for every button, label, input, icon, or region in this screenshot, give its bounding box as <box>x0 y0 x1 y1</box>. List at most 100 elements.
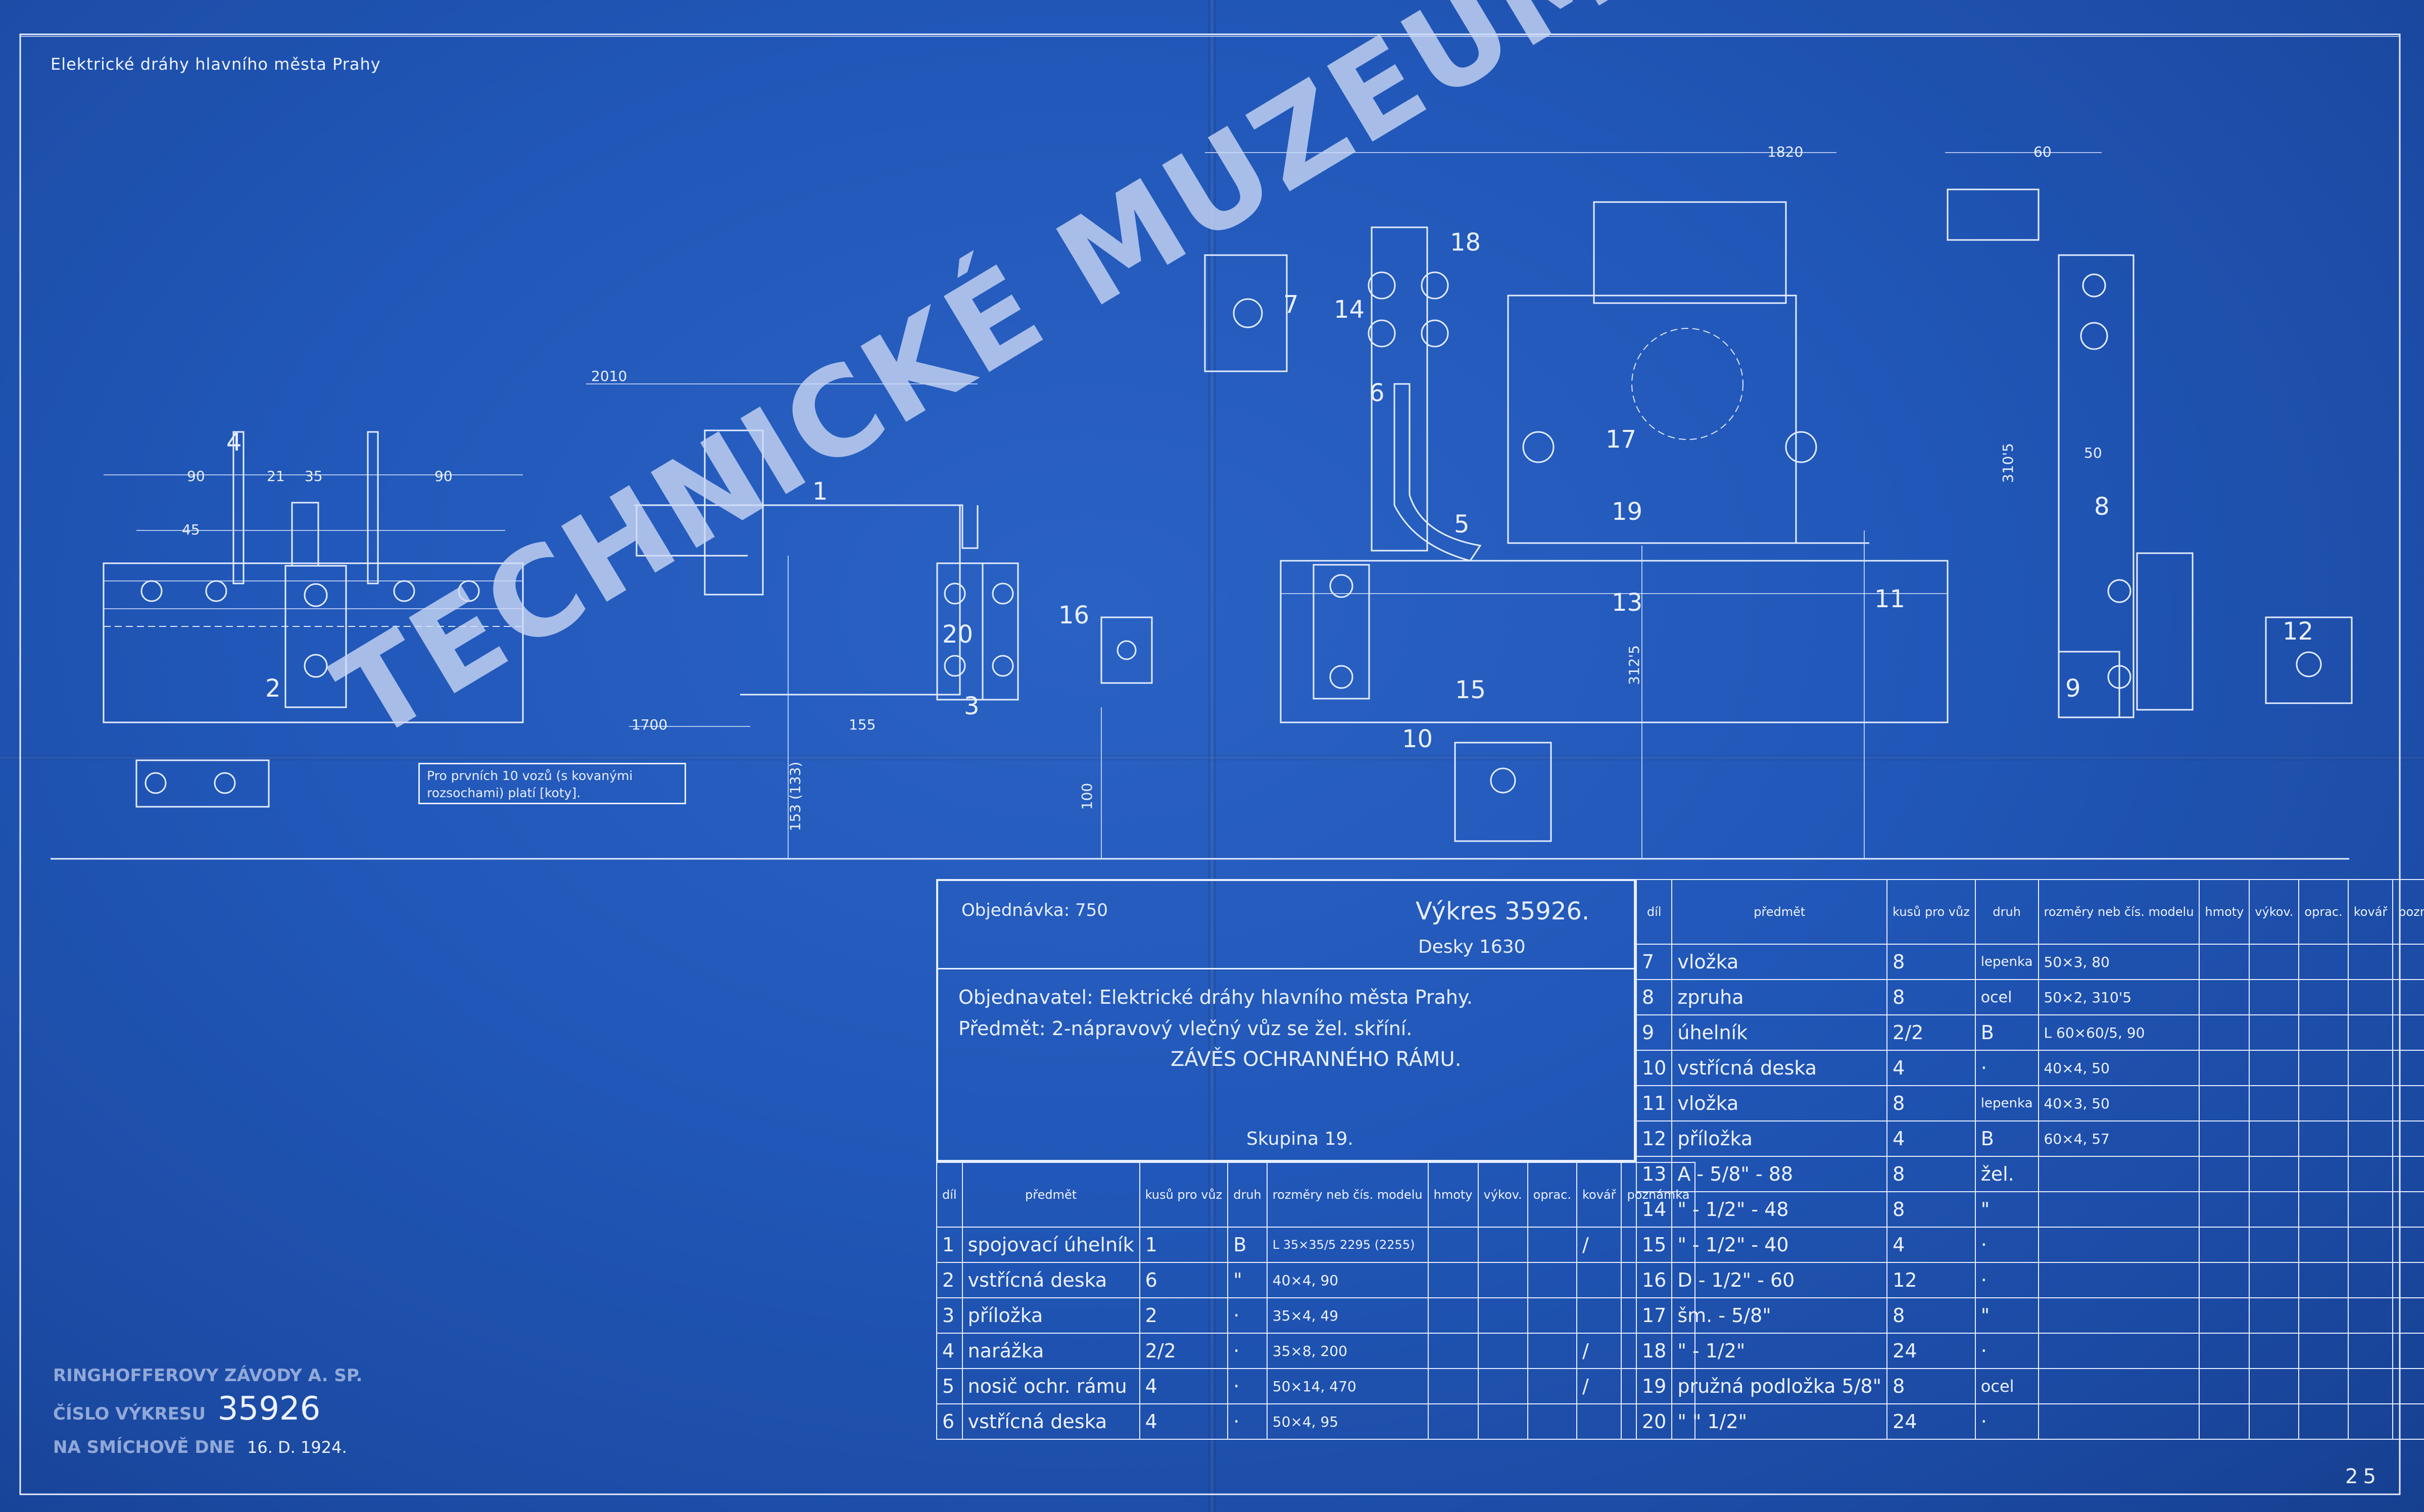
cell-kovar <box>1576 1297 1622 1334</box>
plate-4-detail <box>135 759 270 808</box>
cell-predmet: šm. - 5/8" <box>1671 1297 1888 1334</box>
cell-druh: · <box>1974 1227 2039 1263</box>
cell-rozmery <box>2038 1403 2200 1440</box>
col-predmet: předmět <box>961 1162 1140 1228</box>
cell-rozmery: 40×3, 50 <box>2038 1085 2200 1121</box>
dim-310: 310'5 <box>1999 443 2016 483</box>
mark-17: 17 <box>1606 425 1637 454</box>
plate-3-detail <box>1100 616 1153 684</box>
stamp-date-label: NA SMÍCHOVĚ DNE <box>53 1437 235 1457</box>
cell-druh: lepenka <box>1974 1085 2039 1121</box>
mark-18: 18 <box>1450 228 1481 257</box>
cell-druh: ocel <box>1974 979 2039 1015</box>
stamp-date: 16. D. 1924. <box>247 1438 347 1457</box>
cell-dil: 19 <box>1635 1368 1673 1404</box>
stamp-number: 35926 <box>217 1390 321 1428</box>
dim-312: 312'5 <box>1625 645 1642 685</box>
cell-predmet: úhelník <box>1671 1014 1888 1051</box>
cell-druh: " <box>1974 1191 2039 1228</box>
cell-dil: 1 <box>936 1227 963 1263</box>
mark-11: 11 <box>1874 585 1906 613</box>
dim-153: 153 (133) <box>787 761 804 832</box>
dim-90b: 90 <box>434 468 453 484</box>
cell-rozmery: L 60×60/5, 90 <box>2038 1014 2200 1051</box>
col-oprac: oprac. <box>2298 879 2349 945</box>
cell-rozmery: L 35×35/5 2295 (2255) <box>1266 1227 1429 1263</box>
cell-kovar <box>1576 1262 1622 1298</box>
cell-kusu: 2/2 <box>1886 1014 1976 1051</box>
cell-kusu: 4 <box>1886 1050 1976 1086</box>
cell-rozmery: 50×3, 80 <box>2038 944 2200 980</box>
dim-1700: 1700 <box>632 716 668 733</box>
cell-druh: · <box>1974 1262 2039 1298</box>
cell-predmet: " " 1/2" <box>1671 1403 1888 1440</box>
cell-dil: 13 <box>1635 1156 1673 1192</box>
cell-predmet: spojovací úhelník <box>961 1227 1140 1263</box>
cell-kusu: 12 <box>1886 1262 1976 1298</box>
cell-dil: 14 <box>1635 1191 1673 1228</box>
cell-dil: 8 <box>1635 979 1673 1015</box>
cell-predmet: vstřícná deska <box>1671 1050 1888 1086</box>
parts-table-left: díl předmět kusů pro vůz druh rozměry ne… <box>936 1162 1696 1440</box>
group-label: Skupina 19. <box>1246 1129 1353 1149</box>
dim-50: 50 <box>2084 445 2102 461</box>
cell-druh: · <box>1227 1403 1268 1440</box>
table-row: 20" " 1/2"24· <box>1635 1403 2424 1440</box>
cell-rozmery: 35×8, 200 <box>1266 1333 1429 1369</box>
cell-predmet: narážka <box>961 1333 1140 1369</box>
col-kusu: kusů pro vůz <box>1139 1162 1229 1228</box>
cell-dil: 17 <box>1635 1297 1673 1334</box>
cell-rozmery: 40×4, 90 <box>1266 1262 1429 1298</box>
spring-side-view <box>1945 152 2353 718</box>
cell-dil: 20 <box>1635 1403 1673 1440</box>
fold-line-horizontal <box>0 755 2424 760</box>
parts-table-right: díl předmět kusů pro vůz druh rozměry ne… <box>1635 879 2424 1440</box>
cell-druh: lepenka <box>1974 944 2039 980</box>
cell-dil: 4 <box>936 1333 963 1369</box>
cell-rozmery: 50×14, 470 <box>1266 1368 1429 1404</box>
validity-note: Pro prvních 10 vozů (s kovanými rozsocha… <box>418 763 686 804</box>
cell-dil: 11 <box>1635 1085 1673 1121</box>
cell-druh: B <box>1974 1120 2039 1157</box>
dim-100: 100 <box>1079 783 1096 810</box>
cell-druh: B <box>1974 1014 2039 1051</box>
mark-2: 2 <box>265 674 281 703</box>
col-hmoty: hmoty <box>2199 879 2250 945</box>
mark-13: 13 <box>1612 589 1643 617</box>
fold-line-vertical <box>1208 0 1216 1512</box>
mark-4: 4 <box>226 428 242 457</box>
mark-12: 12 <box>2283 617 2314 646</box>
cell-kovar: / <box>1576 1227 1622 1263</box>
table-header-row: díl předmět kusů pro vůz druh rozměry ne… <box>1635 879 2424 945</box>
cell-predmet: příložka <box>1671 1120 1888 1157</box>
cell-rozmery <box>2038 1262 2200 1298</box>
cell-dil: 5 <box>936 1368 963 1404</box>
mark-1: 1 <box>812 477 828 506</box>
cell-kovar: / <box>1576 1368 1622 1404</box>
cell-druh: B <box>1227 1227 1268 1263</box>
cell-druh: · <box>1227 1333 1268 1369</box>
subject-line: Předmět: 2-nápravový vlečný vůz se žel. … <box>958 1017 1413 1040</box>
cell-dil: 3 <box>936 1297 963 1334</box>
subject-title: ZÁVĚS OCHRANNÉHO RÁMU. <box>1171 1048 1462 1071</box>
cell-druh: žel. <box>1974 1156 2039 1192</box>
mark-8: 8 <box>2094 493 2110 521</box>
cell-dil: 6 <box>936 1403 963 1440</box>
cell-rozmery <box>2038 1297 2200 1334</box>
dim-35a: 35 <box>305 468 323 484</box>
cell-druh: · <box>1974 1050 2039 1086</box>
cell-dil: 12 <box>1635 1120 1673 1157</box>
cell-druh: " <box>1227 1262 1268 1298</box>
